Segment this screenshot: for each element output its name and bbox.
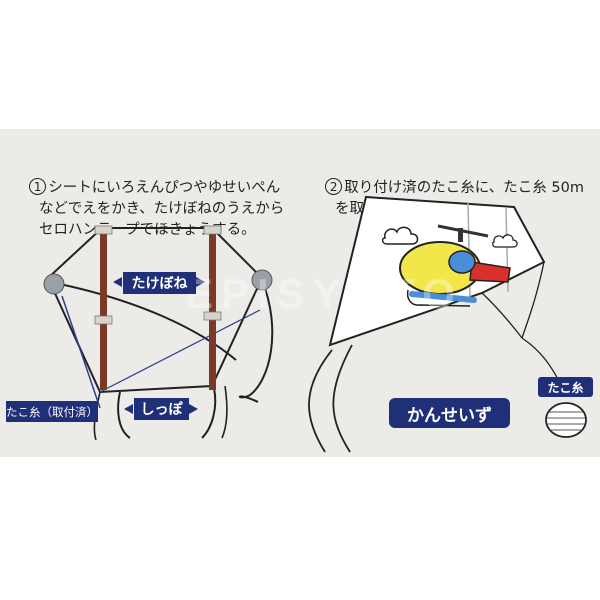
tail-strip-left <box>117 391 131 439</box>
tail-strip-right <box>201 387 217 439</box>
completed-kite-illustration <box>308 195 587 453</box>
bridle-loop-right <box>238 279 274 403</box>
helicopter-icon <box>399 224 511 307</box>
eyelet-left <box>43 273 65 295</box>
bamboo-stick-right <box>209 230 216 390</box>
step1-line-3: セロハンテープでほきょうする。 <box>39 222 256 238</box>
label-tail: しっぽ <box>134 398 189 420</box>
step2-line-1: 取り付け済のたこ糸に、たこ糸 50m <box>344 180 584 196</box>
kite-sheet-outline <box>46 227 264 394</box>
tape-mid-right <box>203 311 222 321</box>
label-bamboo: たけぼね <box>123 272 196 294</box>
eyelet-right <box>251 269 273 291</box>
label-kite-string: たこ糸 <box>538 377 593 397</box>
cloud-small-icon <box>492 234 518 248</box>
kite-tail-2 <box>332 344 353 453</box>
step1-line-2: などでえをかき、たけぼねのうえから <box>39 201 285 217</box>
bamboo-stick-left <box>100 230 107 390</box>
string-attached-line <box>61 295 101 409</box>
tape-mid-left <box>94 315 113 325</box>
tape-top-left <box>94 225 113 235</box>
arrow-left-icon <box>113 277 122 287</box>
kite-tail-1 <box>308 349 333 453</box>
cloud-icon <box>381 226 419 245</box>
arrow-tail-right-icon <box>189 404 198 414</box>
label-string-attached: たこ糸（取付済） <box>6 401 98 422</box>
tape-top-right <box>203 225 222 235</box>
bridle-line <box>49 281 237 361</box>
step2-number: 2 <box>325 178 343 195</box>
string-spool-icon <box>545 402 587 438</box>
arrow-right-icon <box>196 277 205 287</box>
string-attached-line-2 <box>99 309 261 393</box>
arrow-tail-left-icon <box>124 404 133 414</box>
label-completed: かんせいず <box>389 398 510 428</box>
step1-line-1: シートにいろえんぴつやゆせいぺん <box>48 180 281 196</box>
step1-number: 1 <box>29 178 47 195</box>
